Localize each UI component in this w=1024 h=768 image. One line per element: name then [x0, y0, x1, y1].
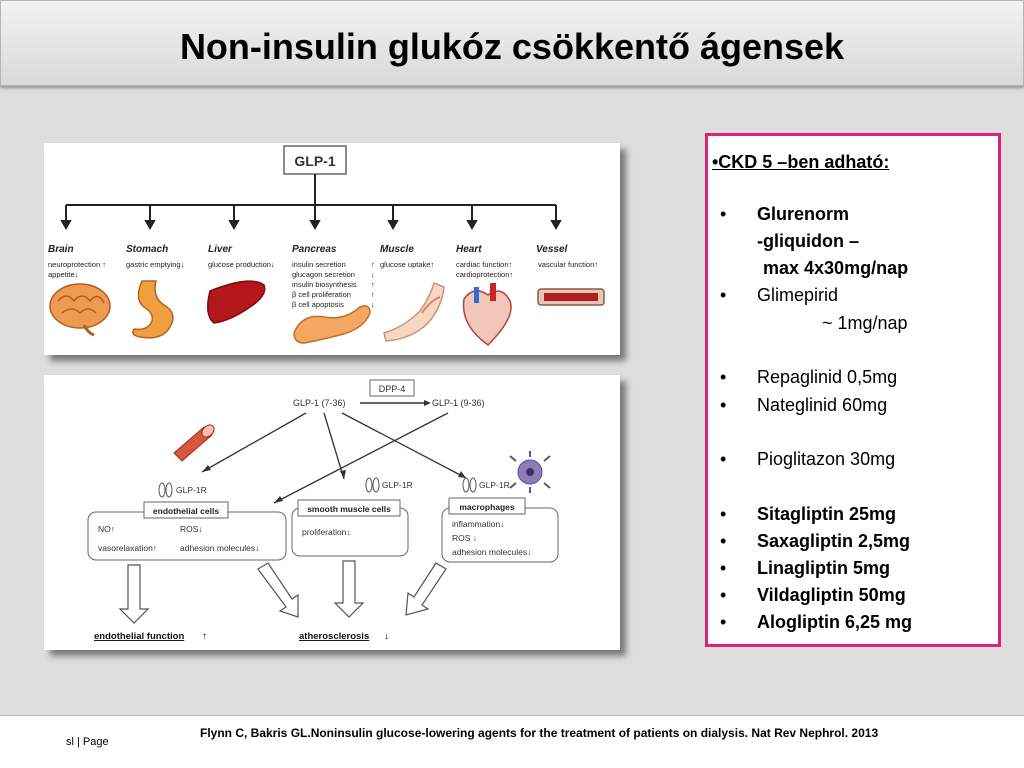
bullet: •: [720, 558, 727, 578]
glp1-organ-svg: GLP-1 Brain Stomach Liver Pancreas Muscl…: [48, 145, 605, 346]
liver-illustration: [207, 280, 266, 324]
citation: Flynn C, Bakris GL.Noninsulin glucose-lo…: [200, 726, 879, 740]
outcome-endothelial-arrow: ↑: [202, 631, 207, 642]
endothelial-effect: adhesion molecules↓: [180, 543, 259, 553]
pancreas-arrow: ↓: [371, 300, 375, 309]
bullet: •: [720, 449, 727, 469]
organ-pancreas: Pancreas: [292, 244, 337, 255]
page-tag: sl | Page: [66, 736, 109, 748]
brain-effect: neuroprotection ↑: [48, 260, 106, 269]
organ-stomach: Stomach: [126, 244, 168, 255]
outcome-atherosclerosis-arrow: ↓: [384, 631, 389, 642]
drug-glurenorm: Glurenorm: [757, 204, 850, 224]
drug-gliquidon-dose: max 4x30mg/nap: [763, 258, 909, 278]
drug-vildagliptin: Vildagliptin 50mg: [757, 585, 906, 605]
organ-heart: Heart: [456, 244, 482, 255]
bullet: •: [720, 204, 727, 224]
stomach-effect: gastric emptying↓: [126, 260, 184, 269]
receptor-label: GLP-1R: [382, 480, 413, 490]
pancreas-arrow: ↑: [371, 290, 375, 299]
bullet: •: [720, 531, 727, 551]
vessel-illustration: [537, 288, 605, 306]
heart-effect: cardiac function↑: [456, 260, 512, 269]
pancreas-arrow: ↓: [371, 270, 375, 279]
glp1-root-label: GLP-1: [294, 153, 335, 169]
drug-glimepirid: Glimepirid: [757, 285, 839, 305]
glp1-7-36: GLP-1 (7-36): [293, 398, 346, 408]
outcome-atherosclerosis: atherosclerosis: [299, 631, 369, 642]
brain-effect: appetite↓: [48, 270, 78, 279]
stomach-illustration: [132, 280, 174, 339]
endothelial-cells-label: endothelial cells: [153, 506, 219, 516]
pancreas-effect: glucagon secretion: [292, 270, 355, 279]
drug-saxagliptin: Saxagliptin 2,5mg: [757, 531, 911, 551]
pancreas-illustration: [293, 305, 371, 344]
organ-brain: Brain: [48, 244, 74, 255]
endothelial-effect: vasorelaxation↑: [98, 543, 157, 553]
receptor-label: GLP-1R: [479, 480, 510, 490]
endothelial-cells-label-box: [143, 501, 229, 519]
drug-sitagliptin: Sitagliptin 25mg: [757, 504, 897, 524]
liver-effect: glucose production↓: [208, 260, 275, 269]
drug-repaglinid: Repaglinid 0,5mg: [757, 367, 898, 387]
dpp4-label: DPP-4: [379, 384, 406, 394]
macrophage-effect: ROS ↓: [452, 533, 477, 543]
brain-illustration: [49, 283, 111, 337]
bullet: •: [720, 585, 727, 605]
pancreas-arrow: ↑: [371, 260, 375, 269]
smooth-muscle-label: smooth muscle cells: [307, 504, 391, 514]
bullet: •: [720, 504, 727, 524]
macrophage-effect: adhesion molecules↓: [452, 547, 531, 557]
smooth-muscle-effect: proliferation↓: [302, 527, 351, 537]
glp1-organ-diagram: GLP-1 Brain Stomach Liver Pancreas Muscl…: [44, 143, 620, 355]
pancreas-effect: insulin biosynthesis: [292, 280, 357, 289]
drug-alogliptin: Alogliptin 6,25 mg: [757, 612, 913, 632]
pancreas-effect: β cell proliferation: [292, 290, 351, 299]
organ-muscle: Muscle: [380, 244, 414, 255]
muscle-effect: glucose uptake↑: [380, 260, 434, 269]
heart-effect: cardioprotection↑: [456, 270, 513, 279]
glp1-9-36: GLP-1 (9-36): [432, 398, 485, 408]
drug-glimepirid-dose: ~ 1mg/nap: [822, 313, 908, 333]
drug-linagliptin: Linagliptin 5mg: [757, 558, 890, 578]
pancreas-arrow: ↑: [371, 280, 375, 289]
endothelial-effect: NO↑: [98, 524, 115, 534]
bullet: •: [720, 612, 727, 632]
dpp4-box: [369, 379, 415, 397]
ckd5-heading: •CKD 5 –ben adható:: [712, 152, 890, 172]
drug-nateglinid: Nateglinid 60mg: [757, 395, 888, 415]
bullet: •: [720, 285, 727, 305]
macrophage-effect: inflammation↓: [452, 519, 504, 529]
organ-liver: Liver: [208, 244, 233, 255]
macrophages-label-box: [448, 497, 526, 515]
bullet: •: [720, 395, 727, 415]
pancreas-effect: insulin secretion: [292, 260, 346, 269]
bullet: •: [720, 367, 727, 387]
organ-vessel: Vessel: [536, 244, 568, 255]
macrophages-label: macrophages: [459, 502, 515, 512]
drug-pioglitazon: Pioglitazon 30mg: [757, 449, 896, 469]
drug-gliquidon: -gliquidon –: [757, 231, 859, 251]
footer: [0, 716, 1024, 768]
outcome-endothelial-function: endothelial function: [94, 631, 184, 642]
glp1-vascular-svg: DPP-4 GLP-1 (7-36) GLP-1 (9-36) GLP-1R G…: [87, 379, 559, 642]
tree-arrows: [60, 205, 562, 231]
muscle-illustration: [383, 281, 445, 342]
slide-title: Non-insulin glukóz csökkentő ágensek: [179, 26, 845, 67]
title-bar: [0, 0, 1024, 86]
ckd5-drug-list: •CKD 5 –ben adható: • Glurenorm -gliquid…: [705, 133, 1001, 647]
pancreas-effect: β cell apoptosis: [292, 300, 344, 309]
glp1-vascular-diagram: DPP-4 GLP-1 (7-36) GLP-1 (9-36) GLP-1R G…: [44, 375, 620, 650]
receptor-label: GLP-1R: [176, 485, 207, 495]
endothelial-effect: ROS↓: [180, 524, 203, 534]
heart-illustration: [462, 283, 512, 346]
signal-arrows: [201, 412, 467, 504]
outcome-arrows: [118, 560, 447, 624]
vessel-segment-illustration: [173, 424, 215, 462]
smooth-muscle-label-box: [297, 499, 401, 517]
receptor-icon: [158, 477, 477, 498]
vessel-effect: vascular function↑: [538, 260, 598, 269]
footer-divider: [0, 715, 1024, 716]
macrophage-illustration: [509, 451, 551, 493]
